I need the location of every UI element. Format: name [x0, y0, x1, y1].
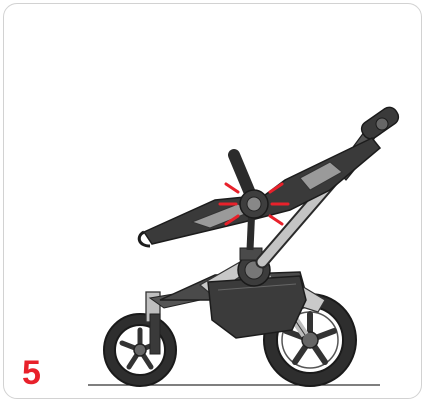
handlebar [358, 104, 401, 142]
front-wheel [104, 314, 176, 386]
step-number: 5 [22, 356, 41, 390]
